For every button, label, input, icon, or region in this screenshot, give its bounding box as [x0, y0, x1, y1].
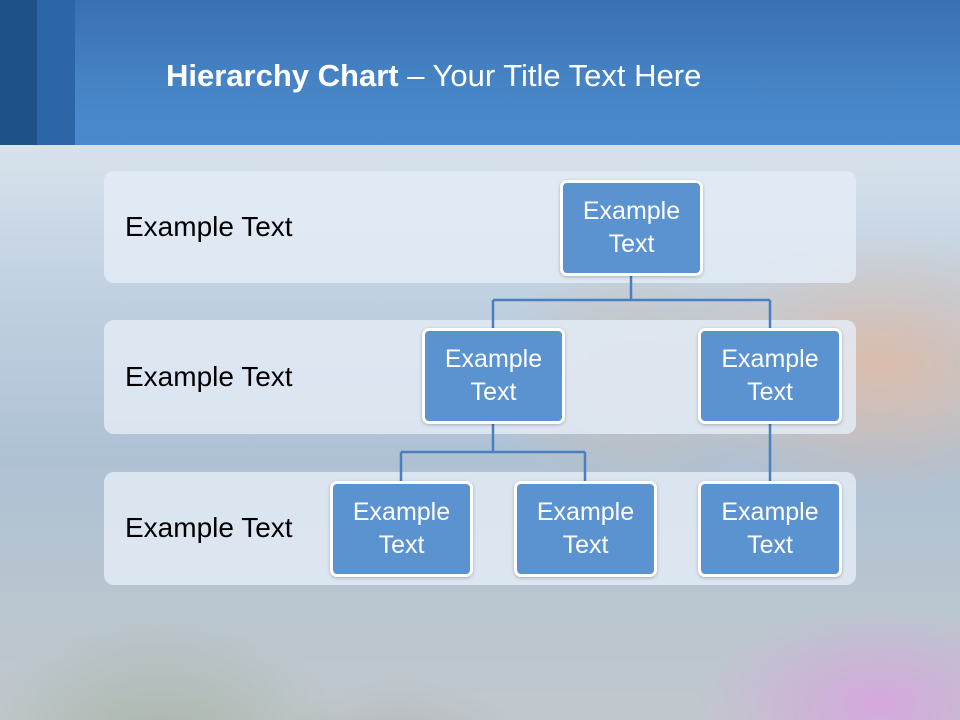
connector-left-to-level3: [399, 423, 587, 483]
node-root-line1: Example: [582, 197, 681, 225]
node-level2-right[interactable]: Example Text: [698, 328, 842, 424]
header-accent-dark: [0, 0, 37, 145]
node-level3-c-line2: Text: [747, 531, 793, 559]
node-level3-a-line2: Text: [378, 531, 425, 559]
level-band-1: [104, 171, 856, 283]
header-accent-mid: [37, 0, 75, 145]
title-bar: Hierarchy Chart – Your Title Text Here: [0, 0, 960, 145]
node-root-line2: Text: [608, 230, 655, 258]
node-level3-c-line1: Example: [721, 498, 819, 526]
node-level3-c[interactable]: Example Text: [698, 481, 842, 577]
connector-root-to-level2: [491, 275, 772, 330]
node-level3-b[interactable]: Example Text: [514, 481, 657, 577]
node-root[interactable]: Example Text: [560, 180, 703, 276]
node-level3-a-line1: Example: [352, 498, 451, 526]
title-rest: – Your Title Text Here: [398, 58, 702, 93]
node-level3-b-line2: Text: [562, 531, 609, 559]
node-level2-left[interactable]: Example Text: [422, 328, 565, 424]
level-label-2: Example Text: [125, 361, 293, 392]
node-level2-left-line1: Example: [444, 345, 543, 373]
level-label-1: Example Text: [125, 211, 293, 242]
node-level3-a[interactable]: Example Text: [330, 481, 473, 577]
node-level2-right-line2: Text: [747, 378, 793, 406]
node-level2-right-line1: Example: [721, 345, 819, 373]
title-bold: Hierarchy Chart: [166, 58, 399, 93]
node-level3-b-line1: Example: [536, 498, 635, 526]
node-level2-left-line2: Text: [470, 378, 517, 406]
level-label-3: Example Text: [125, 512, 293, 543]
slide-title: Hierarchy Chart – Your Title Text Here: [166, 54, 701, 98]
